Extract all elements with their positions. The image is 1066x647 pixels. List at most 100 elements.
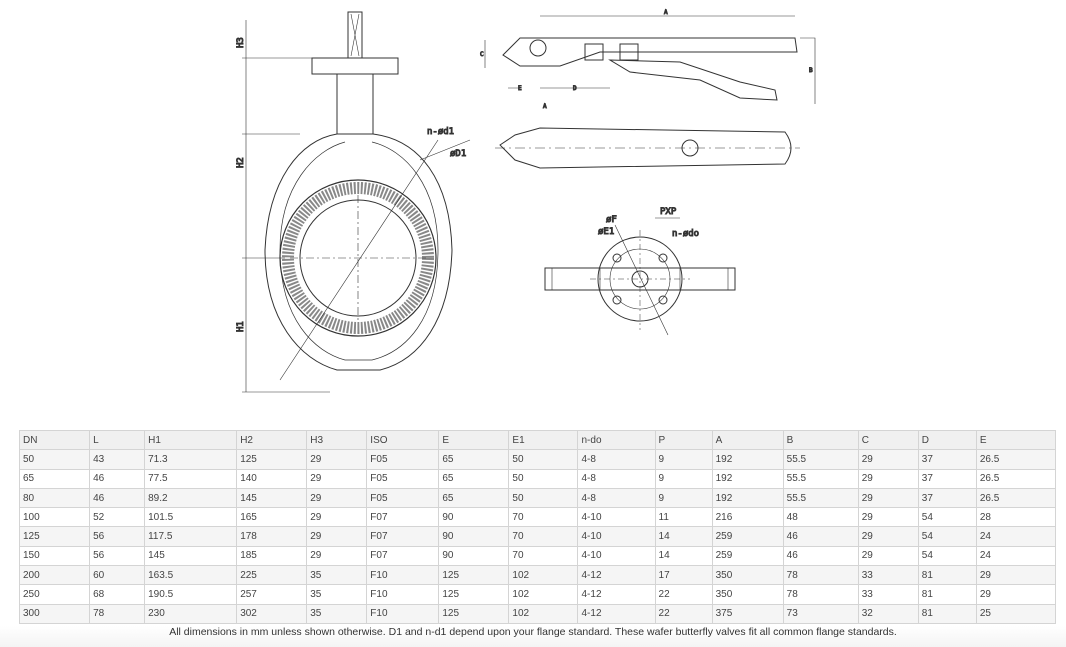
table-cell: 90 xyxy=(438,526,510,547)
table-cell: 70 xyxy=(508,507,579,528)
table-cell: 32 xyxy=(857,603,919,624)
table-cell: 14 xyxy=(654,545,713,567)
table-cell: 54 xyxy=(917,526,977,547)
column-header: B xyxy=(782,429,859,451)
table-cell: 100 xyxy=(18,507,91,528)
table-cell: 50 xyxy=(508,487,579,509)
table-cell: F05 xyxy=(366,487,440,509)
table-cell: 259 xyxy=(711,526,784,547)
table-cell: 50 xyxy=(508,449,579,470)
table-cell: 26.5 xyxy=(975,449,1057,470)
table-cell: 33 xyxy=(857,584,919,605)
table-cell: 4-10 xyxy=(577,507,656,528)
column-header: A xyxy=(711,429,784,451)
table-cell: 17 xyxy=(654,565,713,586)
table-cell: 37 xyxy=(917,449,977,470)
table-cell: 35 xyxy=(306,603,368,624)
table-cell: 26.5 xyxy=(975,468,1057,489)
table-cell: 81 xyxy=(917,603,977,624)
table-cell: 56 xyxy=(89,526,146,547)
table-cell: F07 xyxy=(366,526,440,547)
dim-label-n-do: n-ødo xyxy=(672,229,699,239)
table-cell: 4-8 xyxy=(577,468,656,489)
table-cell: 4-10 xyxy=(577,526,656,547)
table-cell: 52 xyxy=(89,507,146,528)
column-header: C xyxy=(857,429,919,451)
table-cell: 25 xyxy=(975,603,1057,624)
table-cell: 250 xyxy=(18,584,91,605)
column-header: ISO xyxy=(366,429,440,451)
table-cell: 102 xyxy=(508,584,579,605)
table-cell: 29 xyxy=(306,526,368,547)
table-cell: 101.5 xyxy=(144,507,238,528)
dim-label-a: A xyxy=(664,9,668,16)
dim-label-f: øF xyxy=(606,215,617,225)
table-cell: 216 xyxy=(711,507,784,528)
table-cell: 78 xyxy=(782,565,859,586)
column-header: H3 xyxy=(306,429,368,451)
table-cell: 29 xyxy=(975,565,1057,586)
table-cell: 24 xyxy=(975,526,1057,547)
column-header: D xyxy=(917,429,977,451)
table-cell: 29 xyxy=(306,449,368,470)
table-caption: All dimensions in mm unless shown otherw… xyxy=(0,626,1066,647)
table-cell: 90 xyxy=(438,507,510,528)
table-cell: 150 xyxy=(18,545,91,567)
table-cell: 29 xyxy=(857,526,919,547)
table-cell: 65 xyxy=(438,487,510,509)
table-cell: F10 xyxy=(366,603,440,624)
table-cell: F07 xyxy=(366,545,440,567)
table-cell: 165 xyxy=(236,507,308,528)
table-cell: 33 xyxy=(857,565,919,586)
table-cell: 125 xyxy=(438,584,510,605)
table-cell: 192 xyxy=(711,487,784,509)
table-cell: 71.3 xyxy=(144,449,238,470)
table-cell: 78 xyxy=(89,603,146,624)
dim-label-h1: H1 xyxy=(236,321,246,332)
table-cell: F05 xyxy=(366,449,440,470)
table-cell: 46 xyxy=(89,487,146,509)
column-header: P xyxy=(654,429,713,451)
table-cell: 163.5 xyxy=(144,565,238,586)
table-cell: 9 xyxy=(654,468,713,489)
table-cell: 46 xyxy=(89,468,146,489)
table-cell: 117.5 xyxy=(144,526,238,547)
table-cell: 35 xyxy=(306,584,368,605)
table-cell: 50 xyxy=(18,449,91,470)
table-cell: 29 xyxy=(975,584,1057,605)
table-cell: F05 xyxy=(366,468,440,489)
table-cell: 11 xyxy=(654,507,713,528)
table-cell: 4-12 xyxy=(577,603,656,624)
column-header: E1 xyxy=(508,429,579,451)
table-cell: 29 xyxy=(857,468,919,489)
table-cell: 4-10 xyxy=(577,545,656,567)
dim-label-e1: øE1 xyxy=(598,227,614,237)
table-cell: 178 xyxy=(236,526,308,547)
table-cell: 4-12 xyxy=(577,565,656,586)
table-cell: 9 xyxy=(654,487,713,509)
dim-label-n-d1: n-ød1 xyxy=(427,127,454,137)
table-cell: 29 xyxy=(306,487,368,509)
table-cell: 55.5 xyxy=(782,449,859,470)
table-cell: 300 xyxy=(18,603,91,624)
table-cell: 54 xyxy=(917,545,977,567)
table-cell: 54 xyxy=(917,507,977,528)
table-cell: 29 xyxy=(857,449,919,470)
column-header: L xyxy=(89,429,146,451)
table-cell: 48 xyxy=(782,507,859,528)
column-header: DN xyxy=(18,429,91,451)
dim-label-h3: H3 xyxy=(236,37,246,48)
table-cell: 125 xyxy=(438,565,510,586)
table-cell: 60 xyxy=(89,565,146,586)
table-cell: 125 xyxy=(18,526,91,547)
table-cell: 4-8 xyxy=(577,449,656,470)
table-cell: 192 xyxy=(711,449,784,470)
